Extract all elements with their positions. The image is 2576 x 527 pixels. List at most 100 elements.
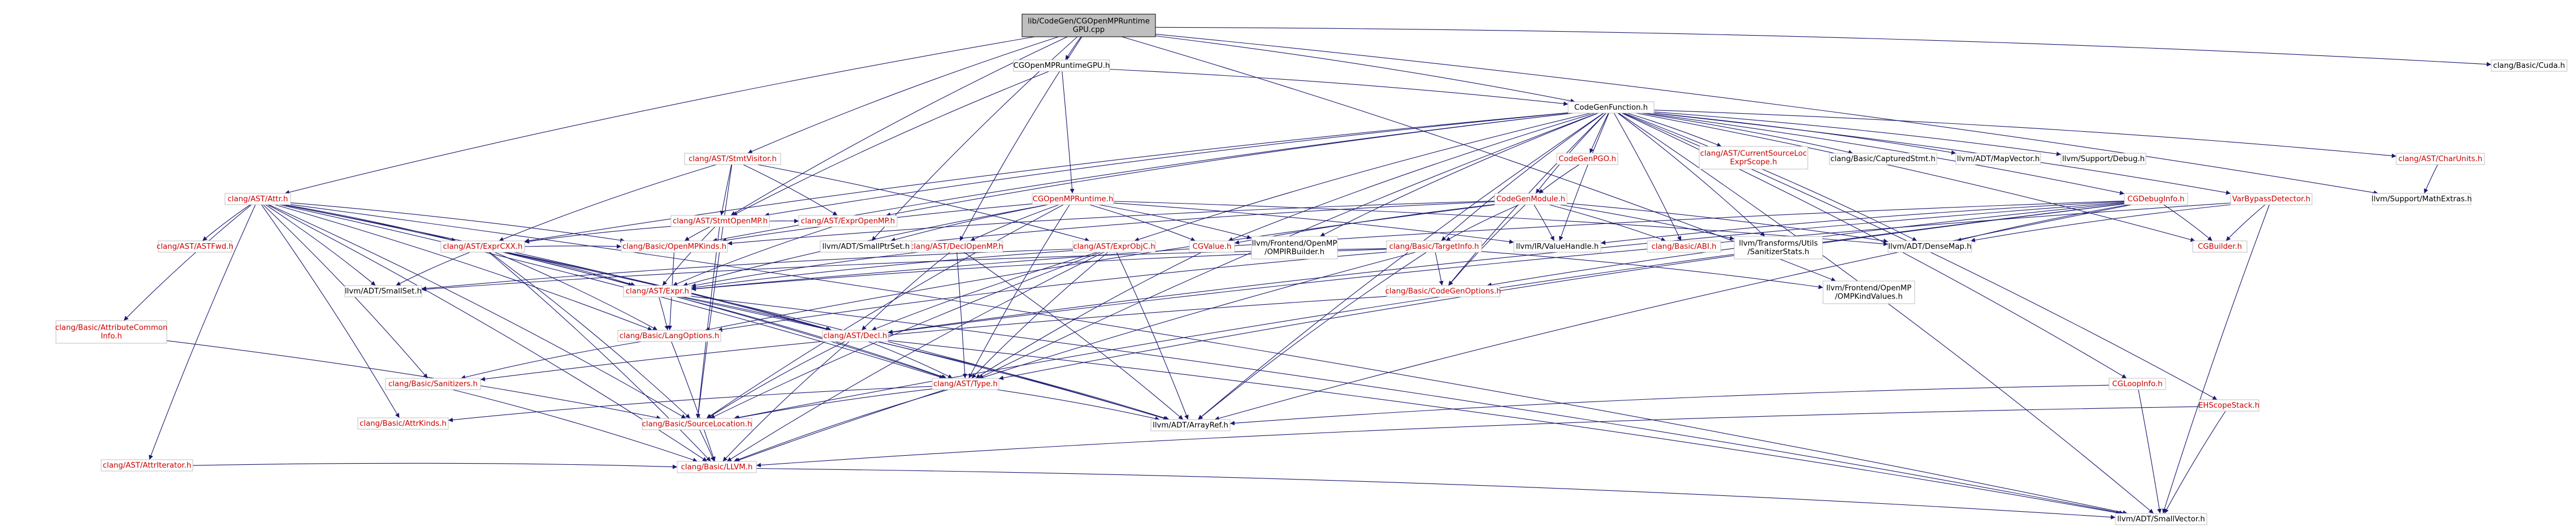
edge-cgomprt_h-to-smallptrset_h — [890, 204, 1049, 242]
node-label-arrayref_h: llvm/ADT/ArrayRef.h — [1153, 421, 1228, 430]
edge-expr_h-to-arrayref_h — [679, 296, 1168, 421]
edge-root-to-cuda_h — [1155, 27, 2492, 67]
node-box-stmtomp_h — [670, 215, 770, 227]
node-expr_h[interactable]: clang/AST/Expr.h — [623, 285, 692, 297]
node-exprompr_h[interactable]: clang/AST/ExprOpenMP.h — [798, 215, 898, 227]
edge-root-to-cgomprtgpu_h — [1065, 36, 1081, 61]
node-label-astfwd_h: clang/AST/ASTFwd.h — [157, 243, 233, 251]
edge-declomp_h-to-expr_h — [691, 252, 919, 288]
node-label-omp_irbuilder_h-line2: /OMPIRBuilder.h — [1265, 248, 1324, 257]
edge-cgdebuginfo_h-to-valuehandle_h — [1600, 201, 2125, 245]
edge-expr_h-to-decl_h — [682, 296, 830, 331]
edge-stmtvisitor_h-to-exprompr_h — [743, 164, 838, 216]
node-ehscopestack_h[interactable]: EHScopeStack.h — [2198, 399, 2259, 412]
node-cgbuilder_h[interactable]: CGBuilder.h — [2192, 240, 2248, 253]
node-cgomprt_h[interactable]: CGOpenMPRuntime.h — [1032, 193, 1114, 205]
edge-sourcelocation_h-to-llvm_h — [699, 429, 715, 462]
node-label-langoptions_h: clang/Basic/LangOptions.h — [620, 332, 720, 340]
edge-cgdebuginfo_h-to-arrayref_h — [1214, 204, 2132, 421]
node-stmtvisitor_h[interactable]: clang/AST/StmtVisitor.h — [684, 153, 781, 165]
edge-stmtomp_h-to-sourcelocation_h — [695, 226, 720, 419]
edge-cgdebuginfo_h-to-decl_h — [887, 202, 2125, 334]
edge-cgf_h-to-currentsourceloc_h — [1627, 113, 1722, 147]
edge-cgf_h-to-mapvector_h — [1653, 113, 1956, 155]
edge-cgf_h-to-cgvalue_h — [1228, 113, 1595, 241]
node-box-attriterator_h — [101, 459, 193, 472]
edge-declomp_h-to-decl_h — [861, 252, 951, 331]
node-openmpkinds_h[interactable]: clang/Basic/OpenMPKinds.h — [621, 240, 728, 253]
node-charunits_h[interactable]: clang/AST/CharUnits.h — [2396, 153, 2485, 165]
node-label-root-line2: GPU.cpp — [1073, 26, 1105, 34]
node-box-type_h — [932, 378, 999, 390]
node-codegenoptions_h[interactable]: clang/Basic/CodeGenOptions.h — [1385, 285, 1501, 297]
node-sanitizers_h[interactable]: clang/Basic/Sanitizers.h — [385, 378, 481, 390]
edge-exprcxx_h-to-openmpkinds_h — [524, 244, 622, 249]
node-abi_h[interactable]: clang/Basic/ABI.h — [1647, 240, 1721, 253]
node-label-ompkindvalues_h-line2: /OMPKindValues.h — [1835, 293, 1903, 301]
edge-exprcxx_h-to-smallset_h — [396, 252, 470, 286]
node-label-charunits_h: clang/AST/CharUnits.h — [2399, 155, 2483, 163]
node-label-valuehandle_h: llvm/IR/ValueHandle.h — [1516, 243, 1599, 251]
node-box-cgomprtgpu_h — [1013, 59, 1110, 72]
node-sourcelocation_h[interactable]: clang/Basic/SourceLocation.h — [642, 418, 752, 430]
node-langoptions_h[interactable]: clang/Basic/LangOptions.h — [617, 330, 721, 342]
node-box-densemap_h — [1887, 240, 1972, 253]
node-box-smallptrset_h — [820, 240, 912, 253]
edge-cgloopinfo_h-to-smallvector_h — [2138, 389, 2162, 514]
node-cgpgo_h[interactable]: CodeGenPGO.h — [1556, 153, 1618, 165]
node-decl_h[interactable]: clang/AST/Decl.h — [822, 330, 889, 342]
node-box-cgomprt_h — [1032, 193, 1114, 205]
edge-cgf_h-to-exprobjc_h — [1134, 113, 1591, 242]
edge-varbypass_h-to-cgbuilder_h — [2226, 204, 2266, 241]
node-box-targetinfo_h — [1386, 240, 1482, 253]
node-label-exprcxx_h: clang/AST/ExprCXX.h — [443, 243, 523, 251]
node-label-mathextras_h: llvm/Support/MathExtras.h — [2371, 195, 2472, 204]
node-label-openmpkinds_h: clang/Basic/OpenMPKinds.h — [622, 243, 726, 251]
node-cgvalue_h[interactable]: CGValue.h — [1189, 240, 1235, 253]
node-label-attrkinds_h: clang/Basic/AttrKinds.h — [360, 420, 447, 428]
node-box-codegenmodule_h — [1494, 193, 1568, 205]
node-label-cgomprt_h: CGOpenMPRuntime.h — [1033, 195, 1114, 204]
node-attr_h[interactable]: clang/AST/Attr.h — [224, 193, 291, 205]
edge-exprcxx_h-to-llvm_h — [488, 252, 711, 462]
node-cgdebuginfo_h[interactable]: CGDebugInfo.h — [2124, 193, 2188, 205]
node-label-stmtvisitor_h: clang/AST/StmtVisitor.h — [689, 155, 777, 163]
node-cgomprtgpu_h: CGOpenMPRuntimeGPU.h — [1013, 59, 1110, 72]
node-exprcxx_h[interactable]: clang/AST/ExprCXX.h — [440, 240, 525, 253]
node-cgloopinfo_h[interactable]: CGLoopInfo.h — [2109, 378, 2166, 390]
node-smallset_h: llvm/ADT/SmallSet.h — [344, 285, 422, 297]
node-astfwd_h[interactable]: clang/AST/ASTFwd.h — [157, 240, 233, 253]
node-label-cgf_h: CodeGenFunction.h — [1574, 103, 1648, 112]
node-attriterator_h[interactable]: clang/AST/AttrIterator.h — [101, 459, 193, 472]
node-attrkinds_h[interactable]: clang/Basic/AttrKinds.h — [357, 417, 449, 430]
node-exprobjc_h[interactable]: clang/AST/ExprObjC.h — [1072, 240, 1156, 253]
node-box-cgf_h — [1568, 101, 1655, 114]
edge-exprobjc_h-to-llvm_h — [726, 252, 1105, 462]
node-label-cuda_h: clang/Basic/Cuda.h — [2493, 62, 2565, 70]
node-codegenmodule_h[interactable]: CodeGenModule.h — [1494, 193, 1568, 205]
node-box-decl_h — [822, 330, 889, 342]
edge-root-to-mathextras_h — [1155, 33, 2379, 195]
node-box-exprompr_h — [798, 215, 898, 227]
node-densemap_h: llvm/ADT/DenseMap.h — [1887, 240, 1972, 253]
edge-cgf_h-to-codegenmodule_h — [1535, 113, 1607, 194]
edge-stmtomp_h-to-expr_h — [662, 226, 716, 286]
node-box-exprobjc_h — [1072, 240, 1156, 253]
node-box-cgdebuginfo_h — [2124, 193, 2188, 205]
node-type_h[interactable]: clang/AST/Type.h — [932, 378, 999, 390]
node-label-debug_h: llvm/Support/Debug.h — [2062, 155, 2145, 163]
node-box-sanitizers_h — [385, 378, 481, 390]
node-llvm_h[interactable]: clang/Basic/LLVM.h — [677, 461, 757, 473]
node-varbypass_h[interactable]: VarBypassDetector.h — [2230, 193, 2313, 205]
edge-cgomprt_h-to-valuehandle_h — [1113, 202, 1514, 244]
node-label-densemap_h: llvm/ADT/DenseMap.h — [1888, 243, 1971, 251]
edges-layer — [123, 27, 2492, 520]
edge-llvm_h-to-smallvector_h — [756, 468, 2116, 520]
node-stmtomp_h[interactable]: clang/AST/StmtOpenMP.h — [670, 215, 770, 227]
edge-decl_h-to-type_h — [868, 341, 953, 379]
node-targetinfo_h[interactable]: clang/Basic/TargetInfo.h — [1386, 240, 1482, 253]
node-declomp_h[interactable]: clang/AST/DeclOpenMP.h — [910, 240, 1003, 253]
